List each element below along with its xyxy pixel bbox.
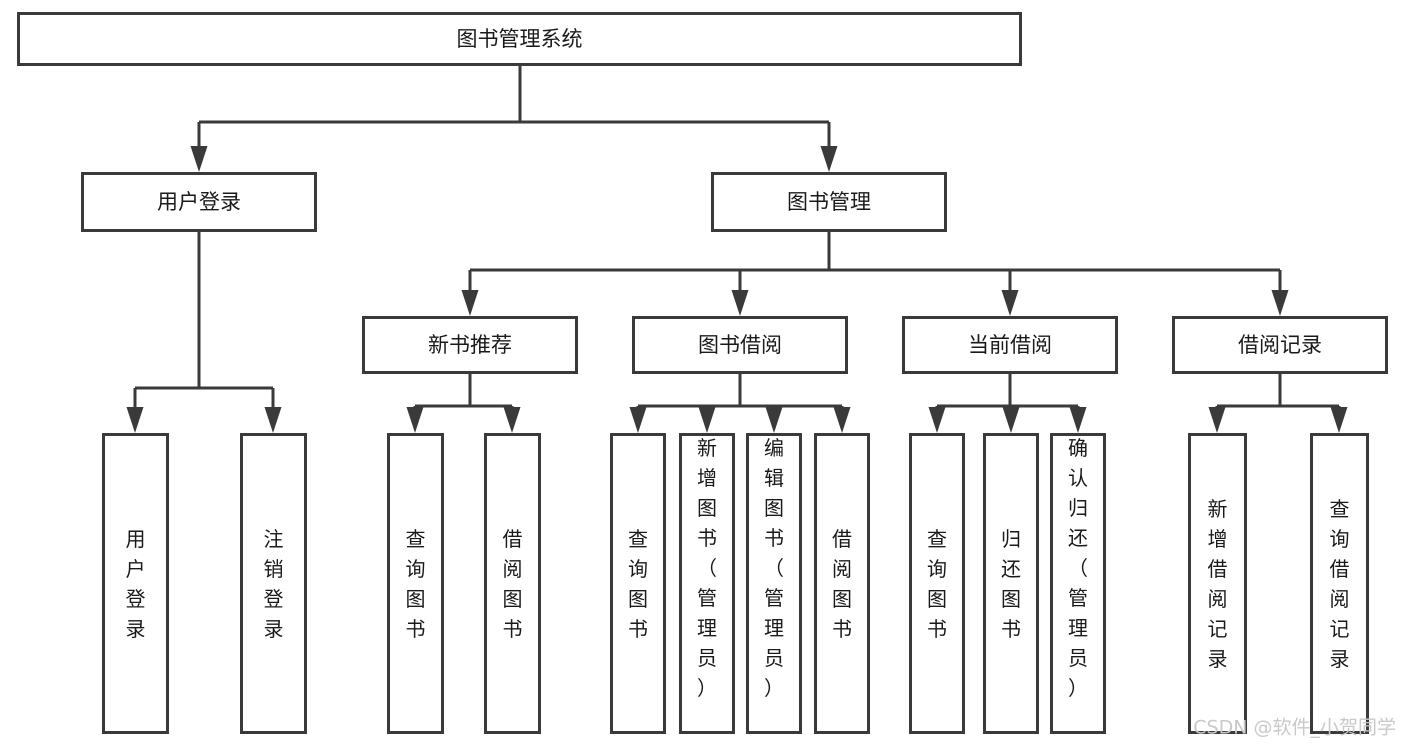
node-box[interactable] xyxy=(909,433,965,734)
node-leaf-query-book-recommend[interactable]: 查询图书 xyxy=(387,433,444,734)
node-label: 借阅记录 xyxy=(1238,333,1322,357)
arrow-head-icon xyxy=(264,407,282,433)
arrow-head-icon xyxy=(820,146,838,172)
node-label: 图书借阅 xyxy=(698,333,782,357)
nodes-layer: 图书管理系统用户登录图书管理新书推荐图书借阅当前借阅借阅记录用户登录注销登录查询… xyxy=(17,12,1388,734)
node-book-management[interactable]: 图书管理 xyxy=(711,172,947,232)
node-leaf-query-book-borrow[interactable]: 查询图书 xyxy=(610,433,666,734)
connector-group-borrow-to-leaves xyxy=(629,374,851,433)
connector-group-bookmgmt-to-level3 xyxy=(461,232,1289,316)
arrow-head-icon xyxy=(1271,290,1289,316)
node-box[interactable] xyxy=(17,12,1022,66)
connector-group-root-to-level2 xyxy=(190,66,838,172)
node-label: 查询图书 xyxy=(628,527,648,641)
node-leaf-logout[interactable]: 注销登录 xyxy=(240,433,307,734)
node-current-borrow[interactable]: 当前借阅 xyxy=(902,316,1118,374)
node-label: 新书推荐 xyxy=(428,333,512,357)
node-label: 查询图书 xyxy=(927,527,947,641)
arrow-head-icon xyxy=(126,407,144,433)
node-box[interactable] xyxy=(102,433,169,734)
node-leaf-borrow-book[interactable]: 借阅图书 xyxy=(814,433,870,734)
arrow-head-icon xyxy=(833,407,851,433)
connector-group-recommend-to-leaves xyxy=(406,374,521,433)
node-label: 借阅图书 xyxy=(503,527,523,641)
node-box[interactable] xyxy=(387,433,444,734)
connectors-layer xyxy=(126,66,1348,433)
node-label: 用户登录 xyxy=(126,527,146,641)
node-box[interactable] xyxy=(81,172,317,232)
node-leaf-query-borrow-record[interactable]: 查询借阅记录 xyxy=(1310,433,1369,734)
arrow-head-icon xyxy=(406,407,424,433)
node-leaf-borrow-book-recommend[interactable]: 借阅图书 xyxy=(484,433,541,734)
arrow-head-icon xyxy=(503,407,521,433)
arrow-head-icon xyxy=(698,407,716,433)
node-label: 新增借阅记录 xyxy=(1208,497,1228,671)
arrow-head-icon xyxy=(731,290,749,316)
connector-group-current-to-leaves xyxy=(928,374,1087,433)
node-label: 新增图书（管理员） xyxy=(697,436,717,700)
arrow-head-icon xyxy=(1001,290,1019,316)
node-box[interactable] xyxy=(711,172,947,232)
arrow-head-icon xyxy=(629,407,647,433)
arrow-head-icon xyxy=(1330,407,1348,433)
node-label: 查询借阅记录 xyxy=(1330,497,1350,671)
node-box[interactable] xyxy=(632,316,848,374)
node-label: 查询图书 xyxy=(406,527,426,641)
node-box[interactable] xyxy=(1050,433,1106,734)
node-label: 确认归还（管理员） xyxy=(1068,436,1088,700)
node-label: 归还图书 xyxy=(1001,527,1021,641)
node-label: 注销登录 xyxy=(264,527,284,641)
node-label: 编辑图书（管理员） xyxy=(764,436,784,700)
node-box[interactable] xyxy=(902,316,1118,374)
connector-group-records-to-leaves xyxy=(1208,374,1348,433)
connector-group-userlogin-to-leaves xyxy=(126,232,282,433)
arrow-head-icon xyxy=(765,407,783,433)
node-box[interactable] xyxy=(610,433,666,734)
node-box[interactable] xyxy=(814,433,870,734)
node-user-login[interactable]: 用户登录 xyxy=(81,172,317,232)
watermark-text: CSDN @软件_小贺同学 xyxy=(1193,717,1396,739)
arrow-head-icon xyxy=(190,146,208,172)
node-box[interactable] xyxy=(679,433,735,734)
node-box[interactable] xyxy=(484,433,541,734)
node-box[interactable] xyxy=(240,433,307,734)
arrow-head-icon xyxy=(461,290,479,316)
node-new-book-recommend[interactable]: 新书推荐 xyxy=(362,316,578,374)
node-leaf-edit-book-admin[interactable]: 编辑图书（管理员） xyxy=(746,433,802,734)
node-book-borrow[interactable]: 图书借阅 xyxy=(632,316,848,374)
arrow-head-icon xyxy=(1069,407,1087,433)
node-box[interactable] xyxy=(983,433,1039,734)
node-leaf-query-book-current[interactable]: 查询图书 xyxy=(909,433,965,734)
node-box[interactable] xyxy=(1188,433,1247,734)
node-leaf-confirm-return-admin[interactable]: 确认归还（管理员） xyxy=(1050,433,1106,734)
node-root[interactable]: 图书管理系统 xyxy=(17,12,1022,66)
node-leaf-add-borrow-record[interactable]: 新增借阅记录 xyxy=(1188,433,1247,734)
node-leaf-add-book-admin[interactable]: 新增图书（管理员） xyxy=(679,433,735,734)
node-box[interactable] xyxy=(1172,316,1388,374)
node-label: 图书管理系统 xyxy=(457,27,583,51)
arrow-head-icon xyxy=(1208,407,1226,433)
node-leaf-user-login[interactable]: 用户登录 xyxy=(102,433,169,734)
node-box[interactable] xyxy=(746,433,802,734)
node-label: 借阅图书 xyxy=(832,527,852,641)
node-label: 图书管理 xyxy=(787,190,871,214)
arrow-head-icon xyxy=(1002,407,1020,433)
node-label: 当前借阅 xyxy=(968,333,1052,357)
node-box[interactable] xyxy=(362,316,578,374)
node-label: 用户登录 xyxy=(157,190,241,214)
node-borrow-records[interactable]: 借阅记录 xyxy=(1172,316,1388,374)
arrow-head-icon xyxy=(928,407,946,433)
node-box[interactable] xyxy=(1310,433,1369,734)
node-leaf-return-book[interactable]: 归还图书 xyxy=(983,433,1039,734)
